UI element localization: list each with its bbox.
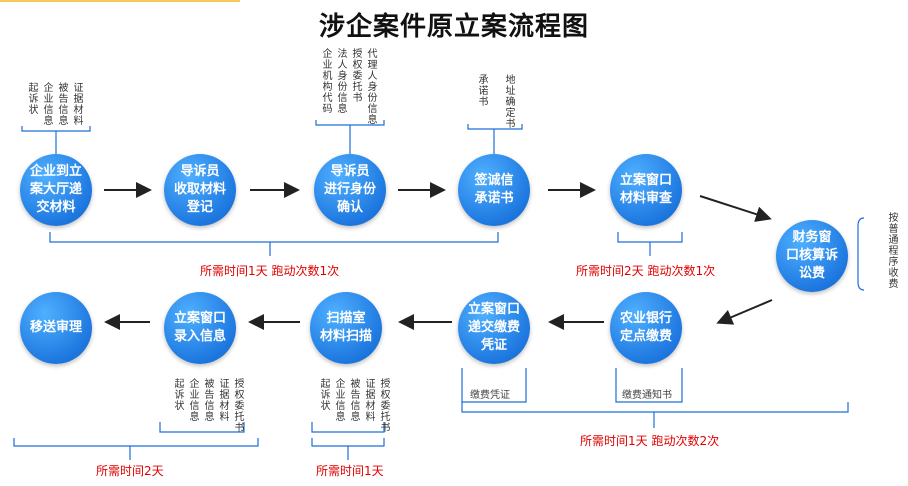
node-label: 导诉员 收取材料 登记: [173, 164, 226, 215]
doc-payment-notice: 缴费通知书: [622, 390, 672, 401]
arrow-5-6: [699, 195, 772, 222]
doc-bracket-7: [615, 368, 683, 403]
node-material-review: 立案窗口 材料审查: [610, 154, 682, 226]
doc-item: 企业机构代码: [320, 48, 331, 114]
doc-bracket-1: [21, 126, 91, 132]
doc-bracket-8: [461, 368, 527, 403]
doc-item: 授权委托书: [350, 48, 361, 103]
doc-item: 企业信息: [41, 82, 52, 126]
arrow-6-7: [716, 299, 773, 325]
node-label: 立案窗口 递交缴费 凭证: [467, 302, 520, 353]
docs-identity: 企业机构代码 法人身份信息 授权委托书 代理人身份信息: [320, 48, 376, 125]
docs-fee: 按普通程序收费: [886, 212, 897, 289]
node-identity-check: 导诉员 进行身份 确认: [314, 154, 386, 226]
node-label: 财务窗 口核算诉 讼费: [785, 230, 838, 281]
doc-bracket-6: [857, 217, 865, 291]
node-collect-register: 导诉员 收取材料 登记: [164, 154, 236, 226]
time-label-3: 所需时间1天 跑动次数2次: [580, 434, 720, 448]
docs-entry: 起诉状 企业信息 被告信息 证据材料 授权委托书: [172, 378, 243, 433]
node-transfer-trial: 移送审理: [20, 292, 92, 364]
doc-item: 起诉状: [172, 378, 183, 411]
node-sign-pledge: 签诚信 承诺书: [458, 154, 530, 226]
node-label: 立案窗口 材料审查: [619, 173, 672, 206]
node-label: 扫描室 材料扫描: [319, 311, 372, 344]
top-accent-line: [0, 0, 240, 2]
doc-item: 授权委托书: [378, 378, 389, 433]
node-label: 农业银行 定点缴费: [619, 311, 672, 344]
node-label: 企业到立 案大厅递 交材料: [29, 164, 82, 215]
doc-item: 企业信息: [333, 378, 344, 422]
node-label: 导诉员 进行身份 确认: [323, 164, 376, 215]
node-label: 签诚信 承诺书: [474, 173, 514, 206]
doc-item: 代理人身份信息: [365, 48, 376, 125]
doc-item: 起诉状: [26, 82, 37, 115]
doc-item: 证据材料: [363, 378, 374, 422]
doc-item: 被告信息: [202, 378, 213, 422]
time-label-1: 所需时间1天 跑动次数1次: [200, 264, 340, 278]
time-label-4: 所需时间2天: [96, 464, 164, 478]
time-bracket-1: [49, 232, 499, 243]
time-label-5: 所需时间1天: [316, 464, 384, 478]
time-bracket-5: [311, 438, 385, 447]
doc-item: 承诺书: [476, 74, 487, 107]
node-bank-payment: 农业银行 定点缴费: [610, 292, 682, 364]
docs-submit: 起诉状 企业信息 被告信息 证据材料: [26, 82, 82, 126]
doc-bracket-10: [159, 422, 245, 433]
time-bracket-3: [461, 402, 849, 413]
doc-item: 证据材料: [71, 82, 82, 126]
node-scan-materials: 扫描室 材料扫描: [310, 292, 382, 364]
node-fee-calc: 财务窗 口核算诉 讼费: [776, 220, 848, 292]
doc-item: 被告信息: [56, 82, 67, 126]
doc-item: 证据材料: [217, 378, 228, 422]
doc-item: 企业信息: [187, 378, 198, 422]
docs-scan: 起诉状 企业信息 被告信息 证据材料 授权委托书: [318, 378, 389, 433]
doc-bracket-9: [311, 422, 385, 433]
doc-bracket-4: [467, 124, 523, 130]
page-title: 涉企案件原立案流程图: [318, 12, 589, 42]
doc-item: 地址确定书: [503, 74, 514, 129]
time-label-2: 所需时间2天 跑动次数1次: [576, 264, 716, 278]
node-submit-receipt: 立案窗口 递交缴费 凭证: [458, 292, 530, 364]
doc-payment-receipt: 缴费凭证: [470, 390, 510, 401]
doc-item: 起诉状: [318, 378, 329, 411]
doc-item: 法人身份信息: [335, 48, 346, 114]
node-label: 立案窗口 录入信息: [173, 311, 226, 344]
doc-item: 被告信息: [348, 378, 359, 422]
doc-item: 授权委托书: [232, 378, 243, 433]
node-submit-materials: 企业到立 案大厅递 交材料: [20, 154, 92, 226]
docs-pledge: 承诺书 地址确定书: [476, 74, 514, 129]
time-bracket-4: [13, 438, 259, 447]
node-label: 移送审理: [29, 320, 82, 335]
node-enter-info: 立案窗口 录入信息: [164, 292, 236, 364]
doc-item: 按普通程序收费: [886, 212, 897, 289]
time-bracket-2: [617, 232, 683, 243]
